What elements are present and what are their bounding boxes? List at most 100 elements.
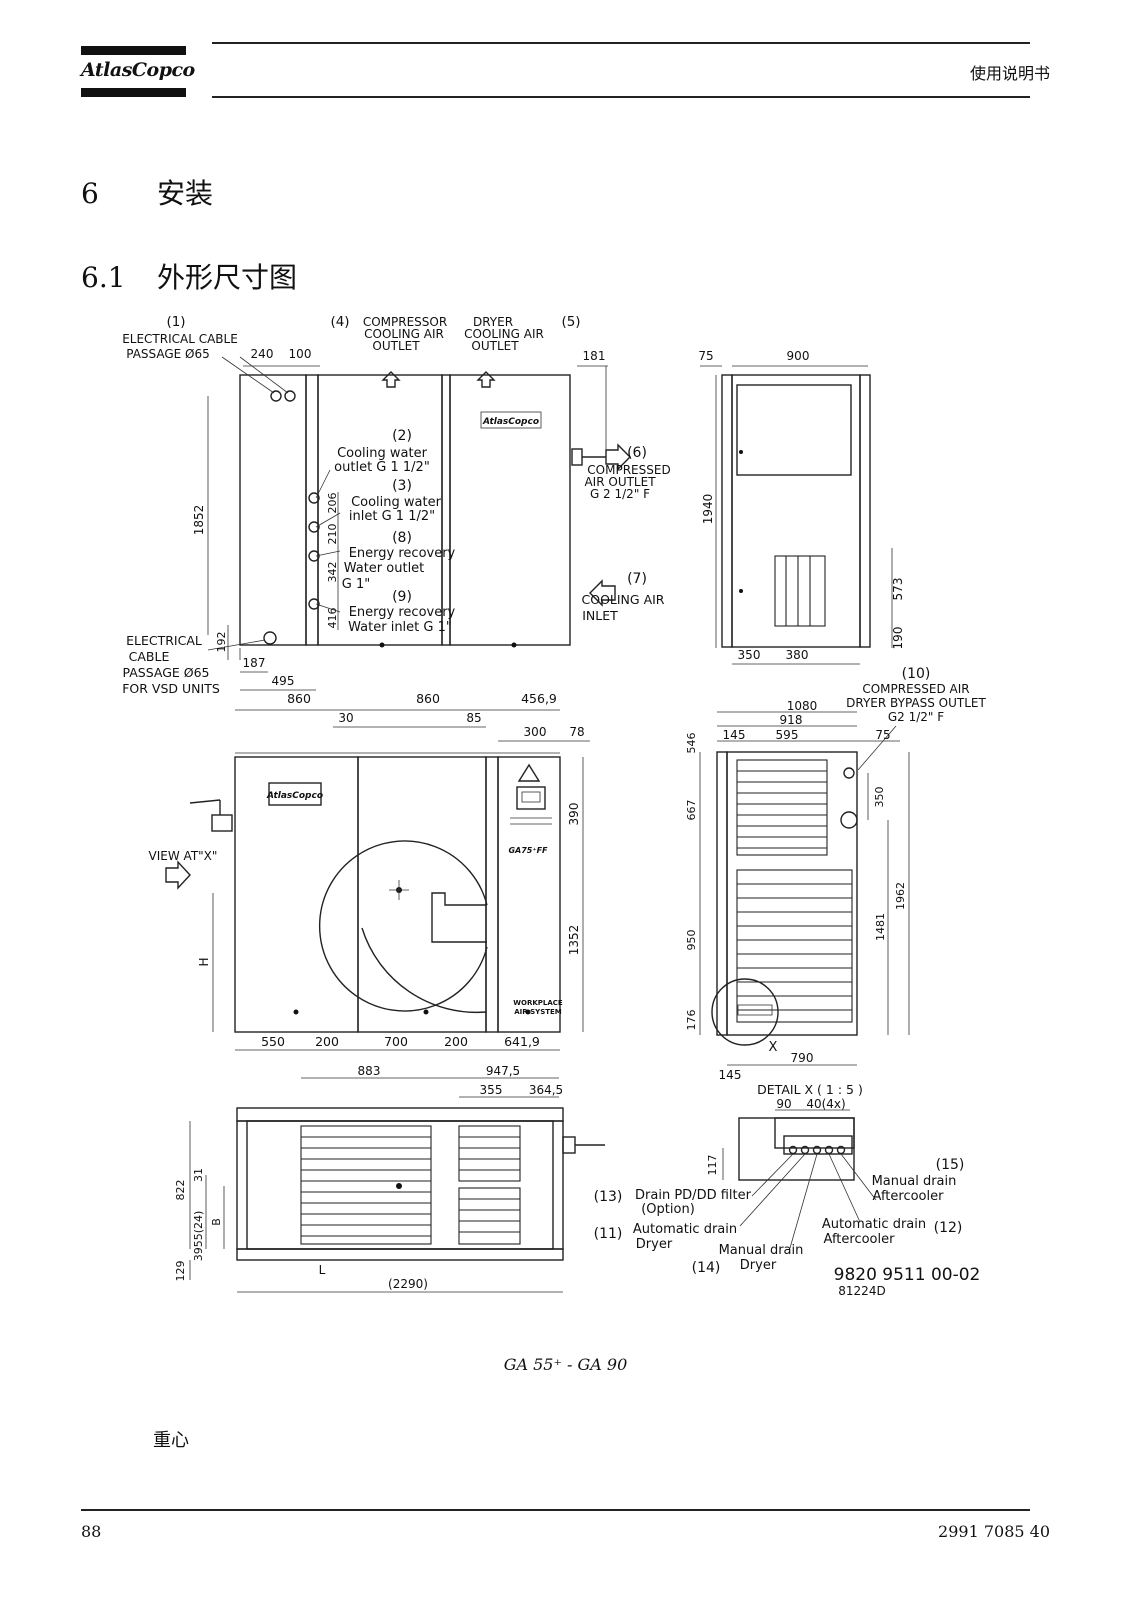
dim-1940: 1940	[701, 494, 715, 525]
label-1-a: ELECTRICAL CABLE	[122, 332, 238, 346]
label-6-c: G 2 1/2" F	[590, 487, 650, 501]
label-15-b: Aftercooler	[873, 1189, 945, 1204]
dim-31: 31	[192, 1168, 205, 1182]
dim-75-b: 75	[875, 728, 890, 742]
logo-bar-top	[81, 46, 186, 55]
label-6-b: AIR OUTLET	[584, 475, 656, 489]
label-12-num: (12)	[934, 1220, 963, 1236]
dim-1481: 1481	[874, 913, 887, 941]
dim-210: 210	[326, 524, 339, 545]
dim-181: 181	[583, 349, 606, 363]
detail-x: DETAIL X ( 1 : 5 ) 90 40(4x) 117 (13) Dr…	[594, 1082, 981, 1298]
label-10-c: G2 1/2" F	[888, 710, 944, 724]
manual-title: 使用说明书	[969, 64, 1050, 83]
atlas-copco-logo: AtlasCopco	[81, 59, 195, 81]
dim-900: 900	[787, 349, 810, 363]
dim-416: 416	[326, 608, 339, 629]
dim-495: 495	[272, 674, 295, 688]
label-2-b: outlet G 1 1/2"	[334, 460, 430, 475]
dim-100: 100	[289, 347, 312, 361]
label-13-a: Drain PD/DD filter	[635, 1188, 752, 1203]
label-15-num: (15)	[936, 1157, 965, 1173]
label-11-a: Automatic drain	[633, 1222, 737, 1237]
footer-rule	[81, 1509, 1030, 1511]
front-view: AtlasCopco GA75⁺FF WORKPLACE AIR SYSTEM …	[149, 691, 590, 1051]
dim-240: 240	[251, 347, 274, 361]
dim-595: 595	[776, 728, 799, 742]
dim-456-9: 456,9	[521, 691, 557, 706]
dim-206: 206	[326, 493, 339, 514]
label-vsd-b: CABLE	[129, 649, 170, 664]
header-rule-bottom	[212, 96, 1030, 98]
label-8-b: Water outlet	[344, 561, 425, 576]
rear-view: 1080 918 145 595 75 546 667 350 950 1481…	[685, 699, 910, 1082]
dim-918: 918	[780, 713, 803, 727]
label-4-b: COOLING AIR	[364, 327, 444, 341]
dim-30: 30	[338, 711, 353, 725]
l-mark: L	[319, 1263, 326, 1277]
label-6-num: (6)	[627, 445, 647, 461]
dim-187: 187	[243, 656, 266, 670]
dim-700: 700	[384, 1034, 408, 1049]
label-2-a: Cooling water	[337, 446, 428, 461]
label-7-num: (7)	[627, 571, 647, 587]
dim-860-a: 860	[287, 691, 311, 706]
figure-caption: GA 55⁺ - GA 90	[503, 1355, 628, 1374]
label-14-b: Dryer	[740, 1258, 777, 1273]
dim-667: 667	[685, 800, 698, 821]
label-3-a: Cooling water	[351, 495, 442, 510]
dim-1352: 1352	[567, 925, 581, 956]
dim-364-5: 364,5	[529, 1083, 563, 1097]
label-5-num: (5)	[561, 314, 580, 330]
dim-78: 78	[569, 725, 584, 739]
dim-950: 950	[685, 930, 698, 951]
dim-85: 85	[466, 711, 481, 725]
label-12-a: Automatic drain	[822, 1217, 926, 1232]
label-11-num: (11)	[594, 1226, 623, 1242]
model-label: GA75⁺FF	[508, 846, 548, 855]
dim-200-b: 200	[444, 1034, 468, 1049]
dim-380: 380	[786, 648, 809, 662]
section-number: 6	[81, 177, 99, 210]
label-12-b: Aftercooler	[824, 1232, 896, 1247]
label-2-num: (2)	[392, 428, 412, 444]
section-title: 安装	[157, 177, 214, 210]
x-mark: X	[769, 1040, 778, 1055]
dim-350-b: 350	[873, 787, 886, 808]
dim-200-a: 200	[315, 1034, 339, 1049]
label-4-a: COMPRESSOR	[363, 315, 447, 329]
detail-title: DETAIL X ( 1 : 5 )	[757, 1082, 863, 1097]
dim-860-b: 860	[416, 691, 440, 706]
workplace-a: WORKPLACE	[513, 999, 563, 1007]
label-9-a: Energy recovery	[349, 605, 456, 620]
dim-390: 390	[567, 803, 581, 826]
label-11-b: Dryer	[636, 1237, 673, 1252]
label-13-b: (Option)	[641, 1202, 695, 1217]
label-1-num: (1)	[166, 314, 185, 330]
dim-883: 883	[358, 1064, 381, 1078]
dim-342: 342	[326, 562, 339, 583]
view-at-x: VIEW AT"X"	[149, 849, 218, 863]
dim-822: 822	[174, 1180, 187, 1201]
document-number: 2991 7085 40	[938, 1522, 1050, 1541]
h-mark: H	[197, 957, 211, 966]
dim-1962: 1962	[894, 882, 907, 910]
label-14-num: (14)	[692, 1260, 721, 1276]
dim-947-5: 947,5	[486, 1064, 520, 1078]
label-4-c: OUTLET	[372, 339, 420, 353]
label-7-a: COOLING AIR	[582, 592, 665, 607]
dim-350-a: 350	[738, 648, 761, 662]
header-rule-top	[212, 42, 1030, 44]
label-9-b: Water inlet G 1"	[348, 620, 452, 635]
section-heading: 6 安装	[81, 172, 213, 212]
dim-546: 546	[685, 733, 698, 754]
dim-117: 117	[706, 1155, 719, 1176]
dim-192: 192	[215, 632, 228, 653]
drawing-ref: 81224D	[838, 1284, 885, 1298]
label-8-a: Energy recovery	[349, 546, 456, 561]
dim-176: 176	[685, 1010, 698, 1031]
page-number: 88	[81, 1522, 102, 1541]
workplace-b: AIR SYSTEM	[514, 1008, 562, 1016]
